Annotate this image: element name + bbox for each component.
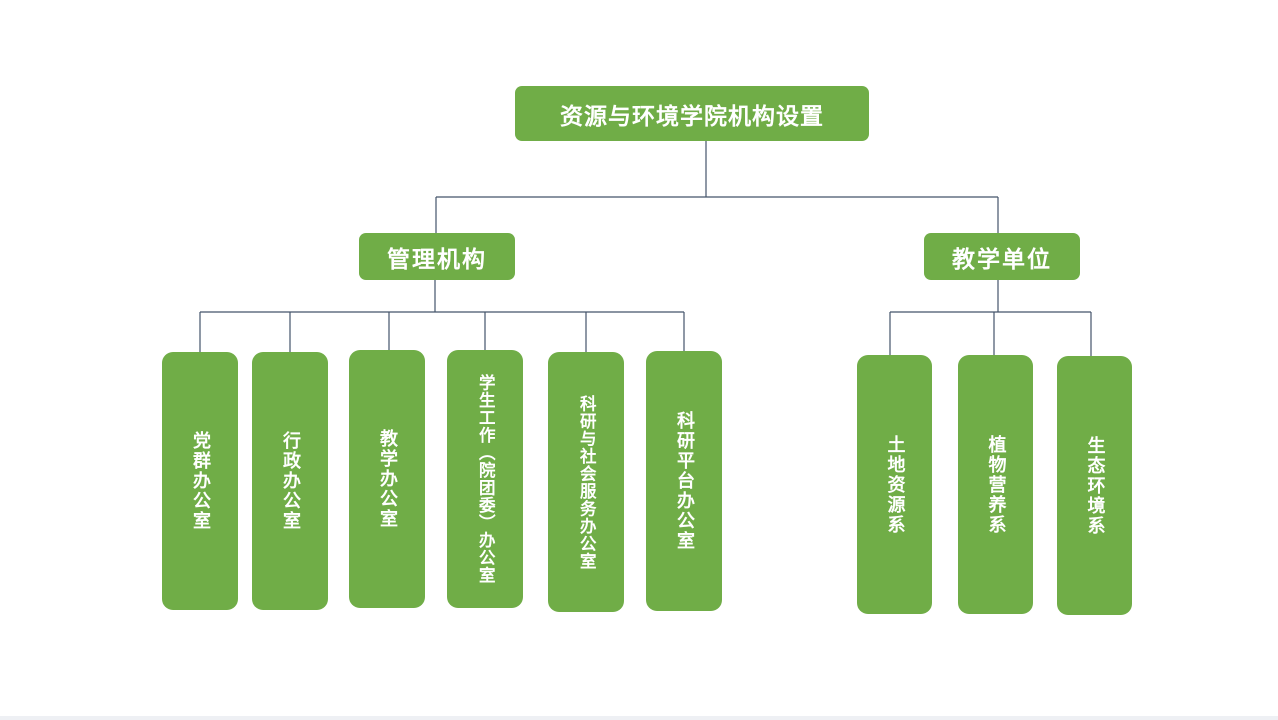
bottom-edge-strip xyxy=(0,716,1278,720)
dept-plant-nutrition-label: 植物营养系 xyxy=(985,434,1007,535)
unit-research-platform-office-label: 科研平台办公室 xyxy=(674,411,695,551)
dept-land-resources-label: 土地资源系 xyxy=(884,434,906,535)
org-chart-title: 资源与环境学院机构设置 xyxy=(515,86,869,141)
group-teaching-label: 教学单位 xyxy=(952,246,1052,273)
unit-party-office-label: 党群办公室 xyxy=(190,431,211,531)
unit-student-affairs-office-label: 学生工作（院团委）办公室 xyxy=(476,374,496,584)
unit-research-platform-office: 科研平台办公室 xyxy=(646,351,722,611)
unit-admin-office-label: 行政办公室 xyxy=(280,431,301,531)
group-management: 管理机构 xyxy=(359,233,515,280)
unit-student-affairs-office: 学生工作（院团委）办公室 xyxy=(447,350,523,608)
dept-ecological-environment-label: 生态环境系 xyxy=(1084,435,1106,536)
dept-land-resources: 土地资源系 xyxy=(857,355,932,614)
group-teaching: 教学单位 xyxy=(924,233,1080,280)
group-management-label: 管理机构 xyxy=(387,246,487,273)
dept-ecological-environment: 生态环境系 xyxy=(1057,356,1132,615)
unit-research-service-office: 科研与社会服务办公室 xyxy=(548,352,624,612)
dept-plant-nutrition: 植物营养系 xyxy=(958,355,1033,614)
unit-admin-office: 行政办公室 xyxy=(252,352,328,610)
unit-teaching-office-label: 教学办公室 xyxy=(377,429,398,529)
unit-party-office: 党群办公室 xyxy=(162,352,238,610)
org-chart-title-text: 资源与环境学院机构设置 xyxy=(560,103,824,130)
unit-teaching-office: 教学办公室 xyxy=(349,350,425,608)
unit-research-service-office-label: 科研与社会服务办公室 xyxy=(577,394,597,570)
